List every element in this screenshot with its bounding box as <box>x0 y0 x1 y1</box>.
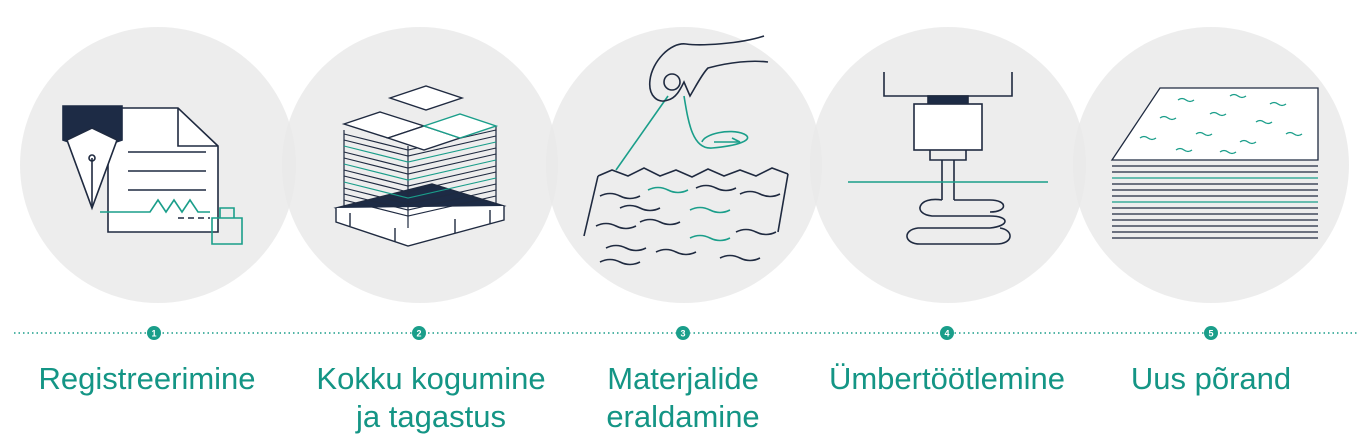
step-5-circle <box>1073 27 1349 303</box>
step-2-label-line-2: ja tagastus <box>356 399 506 434</box>
step-2-label-line-1: Kokku kogumine <box>316 361 546 396</box>
step-3-label: Materjalide eraldamine <box>553 360 813 436</box>
step-3-label-line-1: Materjalide <box>607 361 759 396</box>
extruder-press-icon <box>848 72 1048 245</box>
step-4-label: Ümbertöötlemine <box>817 360 1077 398</box>
step-1-label: Registreerimine <box>17 360 277 398</box>
step-2-label: Kokku kogumine ja tagastus <box>301 360 561 436</box>
step-marker-4: 4 <box>940 326 954 340</box>
step-number-3: 3 <box>680 329 685 339</box>
step-markers: 1 2 3 4 5 <box>147 326 1218 340</box>
step-marker-3: 3 <box>676 326 690 340</box>
step-marker-2: 2 <box>412 326 426 340</box>
step-4-label-line-1: Ümbertöötlemine <box>828 361 1066 396</box>
step-1-label-line-1: Registreerimine <box>38 361 256 396</box>
new-floor-tiles-stack-icon <box>1110 87 1319 239</box>
stacked-tiles-pallet-icon <box>333 85 507 247</box>
step-number-2: 2 <box>416 329 421 339</box>
step-4-circle <box>810 27 1086 303</box>
step-marker-1: 1 <box>147 326 161 340</box>
step-5-label: Uus põrand <box>1081 360 1341 398</box>
step-marker-5: 5 <box>1204 326 1218 340</box>
hand-pulling-fibre-icon <box>583 35 789 266</box>
step-3-circle <box>546 27 822 303</box>
step-circles <box>20 27 1349 303</box>
step-5-label-line-1: Uus põrand <box>1130 361 1292 396</box>
step-3-label-line-2: eraldamine <box>606 399 760 434</box>
step-number-1: 1 <box>151 329 156 339</box>
step-number-4: 4 <box>944 329 949 339</box>
step-number-5: 5 <box>1208 329 1213 339</box>
signing-pen-document-icon <box>62 105 243 245</box>
